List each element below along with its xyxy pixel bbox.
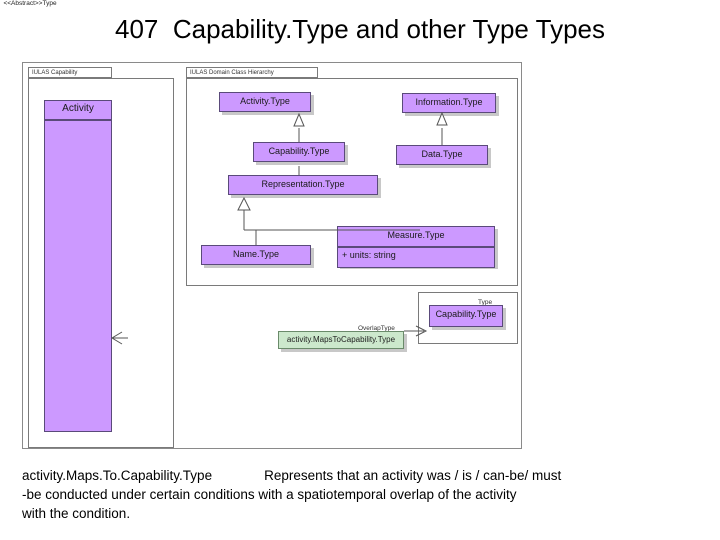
package-iulas-capability-tab: IULAS Capability xyxy=(28,67,112,78)
class-activity-maps-to-capability-type-label: activity.MapsToCapability.Type xyxy=(286,335,396,344)
class-information-type-label: Information.Type xyxy=(415,97,483,107)
class-activity[interactable]: Activity xyxy=(44,100,112,120)
class-capability-type-label: Capability.Type xyxy=(268,146,330,156)
class-activity-body[interactable] xyxy=(44,120,112,432)
page-title: 407 Capability.Type and other Type Types xyxy=(115,14,605,44)
class-measure-type-attributes[interactable]: + units: string xyxy=(337,246,495,268)
caption-definition-line2: -be conducted under certain conditions w… xyxy=(22,487,517,502)
class-measure-type[interactable]: Measure.Type xyxy=(337,226,495,247)
class-information-type[interactable]: Information.Type xyxy=(402,93,496,113)
package-iulas-domain-class-hierarchy-label: IULAS Domain Class Hierarchy xyxy=(190,70,274,76)
class-capability-type-2-label: Capability.Type xyxy=(435,309,497,319)
class-activity-type[interactable]: Activity.Type xyxy=(219,92,311,112)
caption: activity.Maps.To.Capability.Type Represen… xyxy=(22,466,712,523)
class-measure-type-attribute-units: + units: string xyxy=(338,247,494,267)
class-data-type[interactable]: Data.Type xyxy=(396,145,488,165)
class-activity-maps-to-capability-type-stereotype: OverlapType xyxy=(358,325,395,332)
package-iulas-domain-class-hierarchy-tab: IULAS Domain Class Hierarchy xyxy=(186,67,318,78)
class-activity-maps-to-capability-type[interactable]: activity.MapsToCapability.Type xyxy=(278,331,404,349)
class-representation-type[interactable]: Representation.Type xyxy=(228,175,378,195)
caption-definition-line3: with the condition. xyxy=(22,506,131,521)
package-iulas-capability-label: IULAS Capability xyxy=(32,70,78,76)
class-activity-label: Activity xyxy=(62,103,94,114)
class-activity-type-label: Activity.Type xyxy=(240,96,290,106)
class-name-type-label: Name.Type xyxy=(232,249,280,259)
class-capability-type-2-stereotype: Type xyxy=(478,299,493,306)
class-measure-type-label: Measure.Type xyxy=(387,230,445,240)
class-name-type[interactable]: Name.Type xyxy=(201,245,311,265)
class-data-type-label: Data.Type xyxy=(421,149,463,159)
caption-term: activity.Maps.To.Capability.Type xyxy=(22,468,213,483)
class-capability-type[interactable]: Capability.Type xyxy=(253,142,345,162)
class-representation-type-label: Representation.Type xyxy=(261,179,345,189)
class-capability-type-2[interactable]: Capability.Type xyxy=(429,305,503,327)
class-activity-stereotype: <<Abstract>>Type xyxy=(3,0,57,7)
caption-definition-line1: Represents that an activity was / is / c… xyxy=(264,468,562,483)
